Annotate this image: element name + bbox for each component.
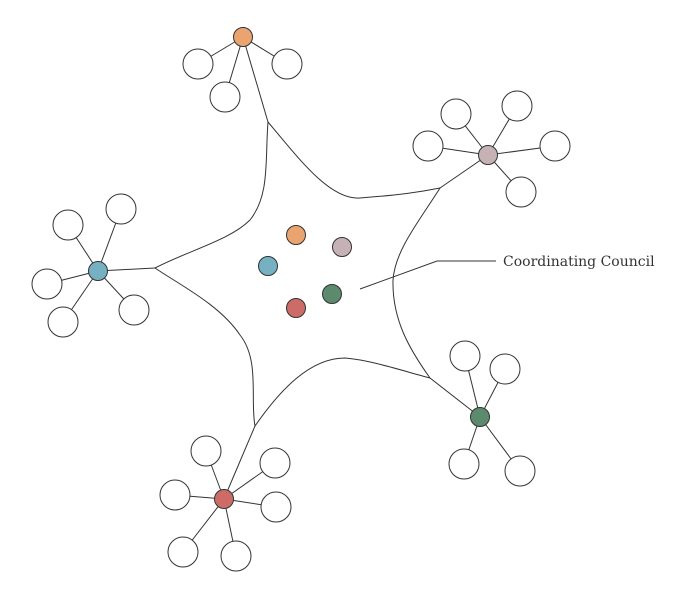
satellite-node	[448, 448, 480, 480]
satellite-node	[105, 193, 137, 225]
satellite-node	[159, 479, 191, 511]
satellite-node	[489, 353, 521, 385]
spoke-green	[429, 377, 481, 418]
hub-node-mauve	[478, 145, 498, 165]
satellite-node	[220, 540, 252, 572]
council-members	[258, 225, 352, 318]
satellite-node	[47, 306, 79, 338]
council-member-orange	[286, 225, 306, 245]
satellite-node	[260, 491, 292, 523]
council-member-red	[286, 298, 306, 318]
hub-node-orange	[233, 27, 253, 47]
satellite-node	[271, 48, 303, 80]
satellite-node	[504, 455, 536, 487]
satellite-node	[259, 447, 291, 479]
spoke-orange	[242, 36, 269, 123]
callout-leader-line	[359, 260, 496, 290]
satellite-node	[449, 340, 481, 372]
satellite-node	[52, 209, 84, 241]
satellite-edges	[46, 36, 556, 557]
hub-node-blue	[88, 261, 108, 281]
satellite-node	[182, 48, 214, 80]
satellite-node	[412, 130, 444, 162]
boundary-spokes	[97, 36, 489, 500]
satellite-node	[31, 268, 63, 300]
satellite-node	[501, 90, 533, 122]
council-member-green	[322, 284, 342, 304]
satellite-node	[190, 435, 222, 467]
satellite-node	[505, 176, 537, 208]
satellite-node	[209, 81, 241, 113]
council-boundary	[154, 120, 442, 428]
council-member-mauve	[332, 237, 352, 257]
council-member-blue	[258, 256, 278, 276]
satellite-nodes	[31, 48, 571, 572]
hub-node-red	[214, 489, 234, 509]
satellite-node	[167, 536, 199, 568]
hub-node-green	[470, 407, 490, 427]
spoke-red	[223, 425, 256, 500]
hub-nodes	[88, 27, 498, 509]
satellite-node	[539, 130, 571, 162]
coordinating-council-label: Coordinating Council	[503, 254, 655, 270]
satellite-node	[118, 294, 150, 326]
satellite-node	[440, 98, 472, 130]
